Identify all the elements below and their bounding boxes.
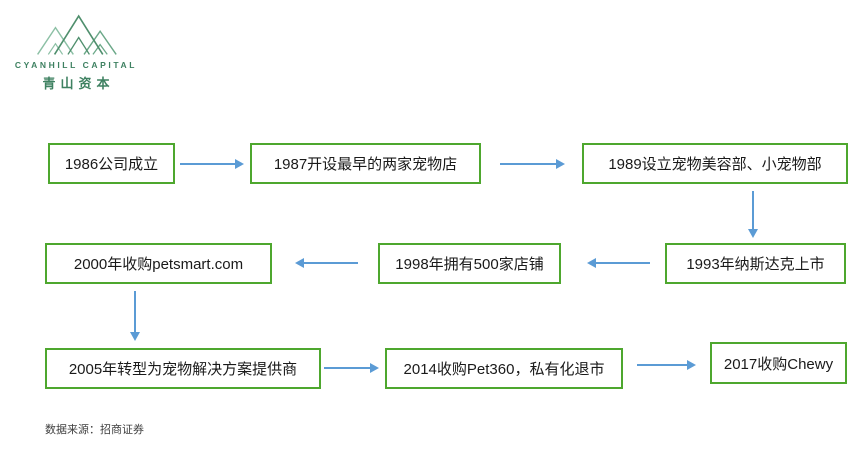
logo-name-english: CYANHILL CAPITAL — [14, 60, 138, 70]
arrow-1998-to-2000 — [295, 257, 358, 269]
arrow-2014-to-2017 — [637, 359, 696, 371]
flow-node-2000: 2000年收购petsmart.com — [45, 243, 272, 284]
flow-node-2017: 2017收购Chewy — [710, 342, 847, 384]
cyanhill-capital-logo: CYANHILL CAPITAL 青山资本 — [8, 8, 144, 92]
arrow-1986-to-1987 — [180, 158, 244, 170]
mountains-icon — [37, 14, 117, 55]
flow-node-2014: 2014收购Pet360，私有化退市 — [385, 348, 623, 389]
data-source-note: 数据来源：招商证券 — [45, 424, 144, 436]
flow-node-1989: 1989设立宠物美容部、小宠物部 — [582, 143, 848, 184]
flow-node-1993: 1993年纳斯达克上市 — [665, 243, 846, 284]
arrow-1987-to-1989 — [500, 158, 565, 170]
flow-node-2005: 2005年转型为宠物解决方案提供商 — [45, 348, 321, 389]
flow-node-1986: 1986公司成立 — [48, 143, 175, 184]
arrow-1989-to-1993 — [747, 191, 759, 238]
arrow-2005-to-2014 — [324, 362, 379, 374]
flow-node-1987: 1987开设最早的两家宠物店 — [250, 143, 481, 184]
flow-node-1998: 1998年拥有500家店铺 — [378, 243, 561, 284]
logo-name-chinese: 青山资本 — [42, 76, 115, 91]
arrow-1993-to-1998 — [587, 257, 650, 269]
arrow-2000-to-2005 — [129, 291, 141, 341]
